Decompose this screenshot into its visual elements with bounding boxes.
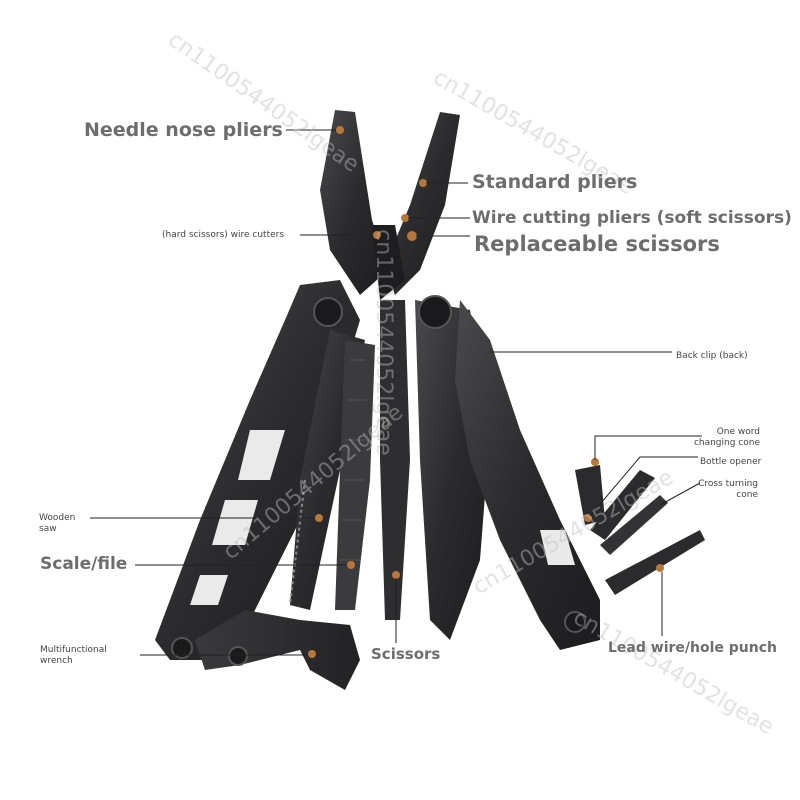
label-wrench-line2: wrench: [40, 656, 73, 666]
label-needle-nose-pliers: Needle nose pliers: [84, 119, 283, 141]
label-one-word-line2: changing cone: [693, 438, 760, 448]
label-hard-scissors: (hard scissors) wire cutters: [162, 230, 285, 240]
label-standard-pliers: Standard pliers: [472, 171, 638, 193]
label-cross-line1: Cross turning: [698, 479, 758, 489]
small-tools-fan: [575, 465, 705, 595]
label-one-word-line1: One word: [716, 427, 760, 437]
file-blade: [335, 340, 375, 610]
markers: [308, 126, 664, 658]
label-wooden-line1: Wooden: [39, 513, 76, 523]
label-scissors: Scissors: [371, 645, 441, 663]
label-one-word-cone: One word changing cone: [680, 428, 760, 448]
leader-lines: [90, 129, 702, 656]
label-wrench-line1: Multifunctional: [40, 645, 107, 655]
label-back-clip: Back clip (back): [676, 351, 748, 361]
center-scissors: [380, 300, 410, 620]
label-multifunctional-wrench: Multifunctional wrench: [40, 646, 107, 666]
label-bottle-opener: Bottle opener: [700, 457, 762, 467]
pliers-jaws: [320, 110, 460, 300]
label-cross-turning-cone: Cross turning cone: [690, 480, 758, 500]
wrench: [195, 610, 360, 690]
label-wooden-saw: Wooden saw: [39, 514, 75, 534]
label-wire-cutting-pliers: Wire cutting pliers (soft scissors): [472, 208, 792, 228]
label-wooden-line2: saw: [39, 524, 57, 534]
right-handle: [455, 300, 600, 650]
label-lead-wire-hole-punch: Lead wire/hole punch: [608, 640, 777, 656]
label-scale-file: Scale/file: [40, 554, 128, 574]
label-cross-line2: cone: [736, 490, 758, 500]
label-replaceable-scissors: Replaceable scissors: [474, 232, 720, 256]
